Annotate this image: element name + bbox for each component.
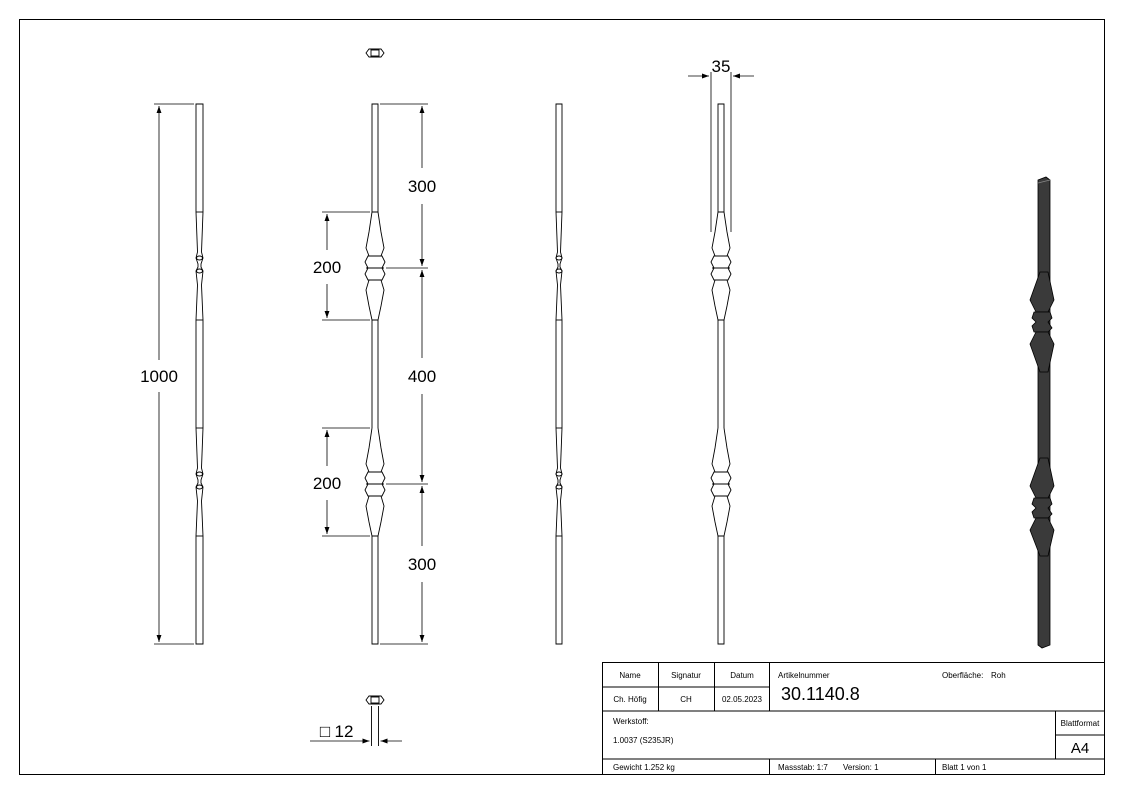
elevation-view-width (710, 103, 732, 645)
title-signatur-header: Signatur (671, 671, 701, 680)
title-blatt: Blatt 1 von 1 (942, 763, 987, 772)
title-datum-header: Datum (730, 671, 754, 680)
elevation-view-dimensioned (364, 103, 386, 645)
dimension-upper-200: 200 (313, 258, 341, 277)
title-oberflaeche-label: Oberfläche: (942, 671, 983, 680)
drawing-border (19, 19, 1105, 775)
title-artikelnummer-value: 30.1140.8 (781, 684, 860, 704)
dimension-lines-elevation (322, 103, 428, 645)
dimension-width (688, 72, 754, 232)
title-artikelnummer-label: Artikelnummer (778, 671, 830, 680)
dimension-1000: 1000 (140, 367, 178, 386)
dimension-middle-400: 400 (408, 367, 436, 386)
title-name-value: Ch. Höfig (613, 695, 646, 704)
dimension-square-prefix: □ (320, 722, 330, 741)
title-version: Version: 1 (843, 763, 879, 772)
section-view-bottom (365, 695, 385, 746)
title-gewicht: Gewicht 1.252 kg (613, 763, 675, 772)
title-oberflaeche-value: Roh (991, 671, 1006, 680)
dimension-width-35: 35 (712, 57, 731, 76)
isometric-view (1029, 176, 1055, 649)
side-view (555, 103, 563, 645)
dimension-bottom-300: 300 (408, 555, 436, 574)
top-view-small (365, 48, 385, 58)
title-werkstoff-value: 1.0037 (S235JR) (613, 736, 674, 745)
title-massstab: Massstab: 1:7 (778, 763, 828, 772)
title-blattformat-label: Blattformat (1061, 719, 1100, 728)
dimension-overall-length (154, 103, 194, 645)
dimension-square-12: 12 (335, 722, 354, 741)
title-blattformat-value: A4 (1071, 740, 1089, 757)
front-view-left (195, 103, 204, 645)
dimension-top-300: 300 (408, 177, 436, 196)
title-block (602, 662, 1105, 775)
title-datum-value: 02.05.2023 (722, 695, 763, 704)
dimension-lower-200: 200 (313, 474, 341, 493)
title-signatur-value: CH (680, 695, 692, 704)
title-werkstoff-label: Werkstoff: (613, 717, 649, 726)
title-name-header: Name (619, 671, 641, 680)
